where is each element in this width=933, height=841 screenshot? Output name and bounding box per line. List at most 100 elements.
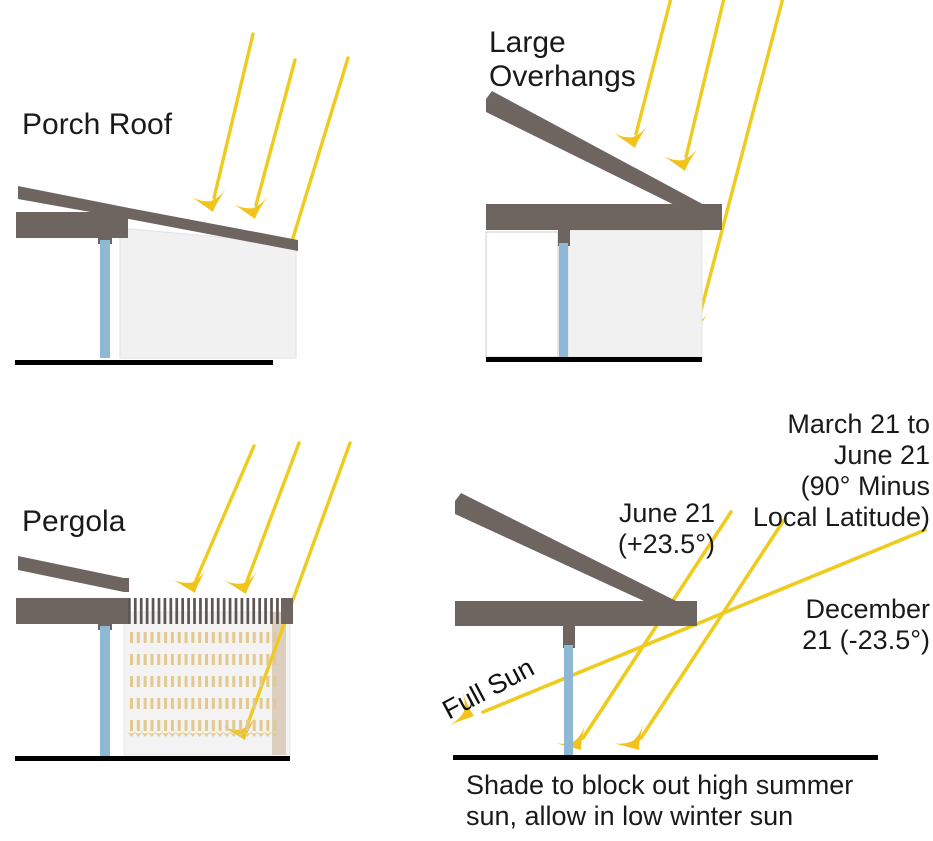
filtered-light-dash bbox=[252, 720, 256, 731]
label-march-to-june-line1: March 21 to bbox=[787, 409, 930, 439]
filtered-light-dash bbox=[232, 676, 236, 687]
filtered-light-dash bbox=[266, 720, 270, 731]
filtered-light-dash bbox=[136, 632, 140, 643]
filtered-light-dash bbox=[184, 632, 188, 643]
label-december-21-line2: 21 (-23.5°) bbox=[802, 625, 930, 655]
label-june-21-line2: (+23.5°) bbox=[617, 529, 715, 559]
filtered-light-dash bbox=[170, 698, 174, 709]
pergola-slat bbox=[270, 598, 273, 624]
filtered-light-dash bbox=[157, 698, 161, 709]
pergola-slat bbox=[193, 598, 196, 624]
panel-title-pergola: Pergola bbox=[22, 505, 126, 538]
filtered-light-dash bbox=[239, 654, 243, 665]
filtered-light-dash bbox=[232, 654, 236, 665]
filtered-light-dash bbox=[184, 698, 188, 709]
pergola-slat bbox=[210, 598, 214, 624]
filtered-light-dash bbox=[225, 698, 229, 709]
filtered-light-dash bbox=[157, 654, 161, 665]
filtered-light-dash bbox=[198, 654, 202, 665]
filtered-light-dash bbox=[191, 698, 195, 709]
filtered-light-dash bbox=[245, 632, 249, 643]
sunangle-sloped-roof bbox=[455, 493, 696, 625]
filtered-light-dash bbox=[239, 698, 243, 709]
filtered-light-dash bbox=[177, 654, 181, 665]
filtered-light-dash bbox=[136, 698, 140, 709]
filtered-light-dash bbox=[191, 676, 195, 687]
pergola-slat bbox=[222, 598, 226, 624]
panel-porch-roof-art bbox=[15, 32, 350, 365]
label-march-to-june-line4: Local Latitude) bbox=[752, 502, 930, 532]
filtered-light-dash bbox=[259, 698, 263, 709]
filtered-light-dash bbox=[205, 698, 208, 709]
filtered-light-dash bbox=[232, 632, 236, 643]
filtered-light-dash bbox=[177, 720, 181, 731]
filtered-light-dash bbox=[170, 632, 174, 643]
sunangle-beam bbox=[455, 601, 697, 626]
overhang-sloped-roof bbox=[486, 91, 721, 228]
filtered-light-dash bbox=[191, 720, 195, 731]
pergola-slat bbox=[169, 598, 173, 624]
filtered-light-dash bbox=[157, 632, 161, 643]
filtered-light-dash bbox=[150, 720, 154, 731]
filtered-light-dash bbox=[177, 676, 181, 687]
filtered-light-dash bbox=[239, 632, 243, 643]
filtered-light-dash bbox=[273, 698, 277, 709]
filtered-light-dash bbox=[170, 676, 174, 687]
pergola-slat bbox=[175, 598, 179, 624]
filtered-light-dash bbox=[143, 632, 147, 643]
filtered-light-dash bbox=[130, 632, 133, 643]
filtered-light-dash bbox=[239, 720, 243, 731]
filtered-light-dash bbox=[150, 632, 154, 643]
filtered-light-dash bbox=[232, 698, 236, 709]
filtered-light-dash bbox=[177, 632, 181, 643]
filtered-light-dash bbox=[164, 720, 168, 731]
filtered-light-dash bbox=[259, 632, 263, 643]
filtered-light-dash bbox=[225, 720, 229, 731]
filtered-light-dash bbox=[157, 720, 161, 731]
filtered-light-dash bbox=[252, 698, 256, 709]
filtered-light-dash bbox=[266, 654, 270, 665]
pergola-slat bbox=[181, 598, 185, 624]
filtered-light-dash bbox=[130, 720, 133, 731]
caption-line2: sun, allow in low winter sun bbox=[466, 801, 794, 831]
filtered-light-dash bbox=[273, 720, 277, 731]
filtered-light-dash bbox=[184, 720, 188, 731]
filtered-light-dash bbox=[164, 654, 168, 665]
filtered-light-dash bbox=[232, 720, 236, 731]
filtered-light-dash bbox=[130, 698, 133, 709]
pergola-slat bbox=[128, 598, 131, 624]
filtered-light-dash bbox=[130, 676, 133, 687]
filtered-light-dash bbox=[225, 676, 229, 687]
filtered-light-dash bbox=[136, 654, 140, 665]
filtered-light-dash bbox=[143, 654, 147, 665]
overhang-post-head bbox=[558, 230, 570, 246]
filtered-light-dash bbox=[245, 676, 249, 687]
pergola-slats bbox=[128, 598, 279, 624]
pergola-slat bbox=[264, 598, 267, 624]
pergola-slat bbox=[258, 598, 262, 624]
label-march-to-june-line2: June 21 bbox=[833, 440, 930, 470]
pergola-slat bbox=[246, 598, 250, 624]
pergola-slat bbox=[228, 598, 232, 624]
pergola-end-cap bbox=[281, 598, 293, 624]
filtered-light-dash bbox=[218, 698, 222, 709]
filtered-light-dash bbox=[259, 720, 263, 731]
filtered-light-dash bbox=[198, 720, 202, 731]
filtered-light-dash bbox=[211, 676, 215, 687]
panel-title-large-overhangs-line1: Large bbox=[489, 26, 566, 59]
label-june-21-line1: June 21 bbox=[618, 498, 715, 528]
sunangle-post-head bbox=[563, 626, 575, 648]
filtered-light-dash bbox=[245, 698, 249, 709]
sunangle-post bbox=[564, 645, 573, 755]
pergola-slat bbox=[157, 598, 161, 624]
filtered-light-dash bbox=[211, 698, 215, 709]
filtered-light-dash bbox=[273, 676, 277, 687]
filtered-light-dash bbox=[143, 720, 147, 731]
filtered-light-dash bbox=[164, 632, 168, 643]
ground-line-porch bbox=[15, 360, 273, 365]
filtered-light-dash bbox=[218, 676, 222, 687]
caption-line1: Shade to block out high summer bbox=[466, 770, 854, 800]
pergola-slat bbox=[187, 598, 190, 624]
